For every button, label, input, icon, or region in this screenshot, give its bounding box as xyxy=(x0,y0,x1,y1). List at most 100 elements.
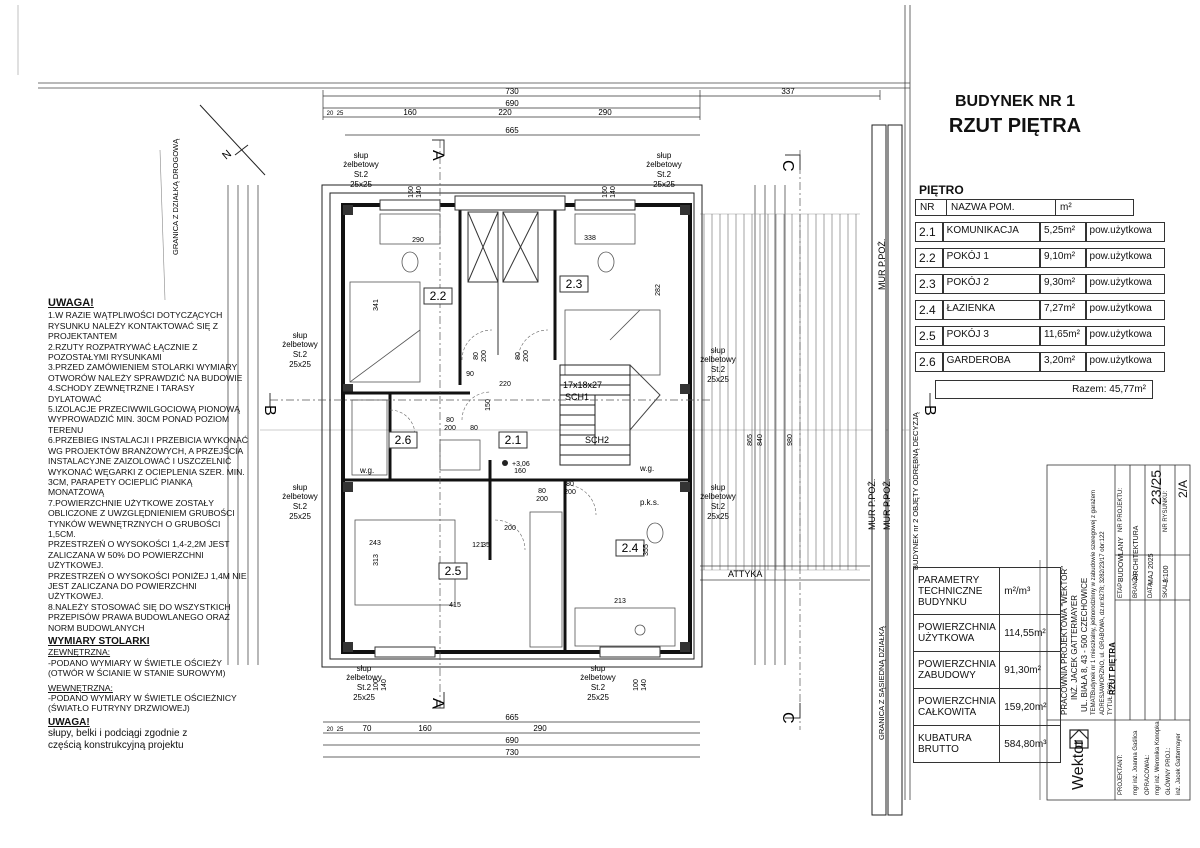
tb-nr-rys-label: NR RYSUNKU: xyxy=(1163,490,1169,532)
column-label: St.2 xyxy=(591,683,606,692)
room-nr: 2.5 xyxy=(915,326,943,346)
column-label: St.2 xyxy=(293,350,308,359)
room-number-label: 2.4 xyxy=(622,541,639,555)
room-dim-label: 355 xyxy=(643,544,650,556)
column-label: żelbetowy xyxy=(580,673,616,682)
params-row-label: POWIERZCHNIA CAŁKOWITA xyxy=(912,688,1001,726)
fire-wall-label: MUR P.POŻ. xyxy=(867,479,877,530)
room-dim-label: 338 xyxy=(584,235,596,242)
params-table: PARAMETRY TECHNICZNE BUDYNKU m²/m³ POWIE… xyxy=(912,567,1062,763)
params-row-value: 584,80m³ xyxy=(999,725,1062,763)
room-number-label: 2.1 xyxy=(505,433,522,447)
dim-label: 690 xyxy=(505,99,519,108)
window-dim-label: 140 xyxy=(641,679,648,691)
room-dim-label: 243 xyxy=(369,540,381,547)
column-label: słup xyxy=(591,664,606,673)
column-label: 25x25 xyxy=(587,693,609,702)
stairs-sch1: SCH1 xyxy=(565,392,589,402)
room-type: pow.użytkowa xyxy=(1085,222,1165,242)
col-type xyxy=(1133,200,1165,216)
room-nr: 2.4 xyxy=(915,300,943,320)
note-item: 8.NALEŻY STOSOWAĆ SIĘ DO WSZYSTKICH PRZE… xyxy=(48,601,231,633)
window-dim-label: 160 xyxy=(408,186,415,198)
room-dim-label: 200 xyxy=(504,525,516,532)
column-label: słup xyxy=(711,483,726,492)
dim-label: 20 xyxy=(327,727,334,733)
room-nr: 2.2 xyxy=(915,248,943,268)
params-row-label: POWIERZCHNIA UŻYTKOWA xyxy=(912,614,1001,652)
column-label: 25x25 xyxy=(289,360,311,369)
building2-label: BUDYNEK nr 2 OBJĘTY ODRĘBNĄ DECYZJĄ xyxy=(911,411,920,570)
plan-labels: 2.12.22.32.42.52.6słupżelbetowySt.225x25… xyxy=(171,87,938,757)
tb-sheet-title: RZUT PIĘTRA xyxy=(1108,642,1117,695)
room-dim-label: 80 xyxy=(470,425,478,432)
note-item: 3.PRZED ZAMÓWIENIEM STOLARKI WYMIARY OTW… xyxy=(48,362,243,383)
room-number-label-box xyxy=(388,431,418,449)
zew-line: -PODANO WYMIARY W ŚWIETLE OŚCIEŻY xyxy=(48,657,222,668)
notes-panel: UWAGA! 1.W RAZIE WĄTPLIWOŚCI DOTYCZĄCYCH… xyxy=(48,297,248,752)
note-item: PRZESTRZEŃ O WYSOKOŚCI PONIŻEJ 1,4M NIE … xyxy=(48,570,247,602)
tb-address: UL. BIAŁA 8, 43 - 500 CZECHOWICE xyxy=(1080,577,1089,712)
wew-line: -PODANO WYMIARY W ŚWIETLE OŚCIEŻNICY xyxy=(48,693,237,704)
room-table-section: PIĘTRO xyxy=(919,183,964,197)
room-nr: 2.1 xyxy=(915,222,943,242)
door-dim-label: 200 xyxy=(536,496,548,503)
window-dim-label: 160 xyxy=(602,186,609,198)
col-area: m² xyxy=(1055,199,1134,216)
room-area: 3,20m² xyxy=(1040,352,1086,372)
room-name: POKÓJ 2 xyxy=(942,274,1040,294)
column-label: St.2 xyxy=(711,365,726,374)
wg-label: w.g. xyxy=(359,466,374,475)
params-row-value: 114,55m² xyxy=(999,614,1062,652)
wew-line: (ŚWIATŁO FUTRYNY DRZWIOWEJ) xyxy=(48,703,190,714)
tb-stage: BUDOWLANY xyxy=(1118,536,1125,582)
room-number-label-box xyxy=(615,539,645,557)
column-label: 25x25 xyxy=(353,693,375,702)
tb-designer3: inż. Jacek Gattermayer xyxy=(1176,733,1182,795)
params-row-label: POWIERZCHNIA ZABUDOWY xyxy=(912,651,1001,689)
room-name: GARDEROBA xyxy=(942,352,1040,372)
room-dim-label: 341 xyxy=(373,299,380,311)
tb-logo-text: Wektor xyxy=(1070,739,1087,790)
params-head: PARAMETRY TECHNICZNE BUDYNKU m²/m³ xyxy=(912,567,1062,615)
room-type: pow.użytkowa xyxy=(1085,352,1165,372)
room-area: 9,30m² xyxy=(1040,274,1086,294)
params-head-unit: m²/m³ xyxy=(999,567,1062,615)
stolarka-title: WYMIARY STOLARKI xyxy=(48,636,150,647)
room-name: POKÓJ 1 xyxy=(942,248,1040,268)
notes-title: UWAGA! xyxy=(48,297,94,309)
tb-etap-label: ETAP: xyxy=(1118,581,1124,598)
door-dim-label: 200 xyxy=(444,425,456,432)
params-row-label: KUBATURA BRUTTO xyxy=(912,725,1001,763)
dim-label: 665 xyxy=(505,713,519,722)
column-label: St.2 xyxy=(357,683,372,692)
tb-engineer: INŻ. JACEK GATTERMAYER xyxy=(1070,594,1079,700)
column-label: żelbetowy xyxy=(700,355,736,364)
room-dim-label: 290 xyxy=(412,237,424,244)
road-border-label: GRANICA Z DZIAŁKĄ DROGOWĄ xyxy=(171,138,180,255)
dim-label: 160 xyxy=(403,108,417,117)
door-dim-label: 80 xyxy=(473,352,480,360)
wg-label: w.g. xyxy=(639,464,654,473)
attic-label: ATTYKA xyxy=(728,569,762,579)
dim-label: 20 xyxy=(327,111,334,117)
dim-label: 160 xyxy=(418,724,432,733)
tb-project: Budynek nr 1 mieszkalny, jednorodzinny w… xyxy=(1091,490,1097,695)
column-label: słup xyxy=(293,483,308,492)
room-type: pow.użytkowa xyxy=(1085,300,1165,320)
tb-firm: PRACOWNIA PROJEKTOWA "WEKTOR" xyxy=(1060,565,1069,715)
column-label: 25x25 xyxy=(707,512,729,521)
room-nr: 2.6 xyxy=(915,352,943,372)
tb-project-no: 23/25 xyxy=(1148,469,1164,505)
column-label: słup xyxy=(657,151,672,160)
col-name: NAZWA POM. xyxy=(946,199,1056,216)
room-number-label: 2.6 xyxy=(395,433,412,447)
door-dim-label: 200 xyxy=(523,350,530,362)
side-dim-label: 840 xyxy=(757,434,764,446)
note-item: 1.W RAZIE WĄTPLIWOŚCI DOTYCZĄCYCH RYSUNK… xyxy=(48,310,223,342)
